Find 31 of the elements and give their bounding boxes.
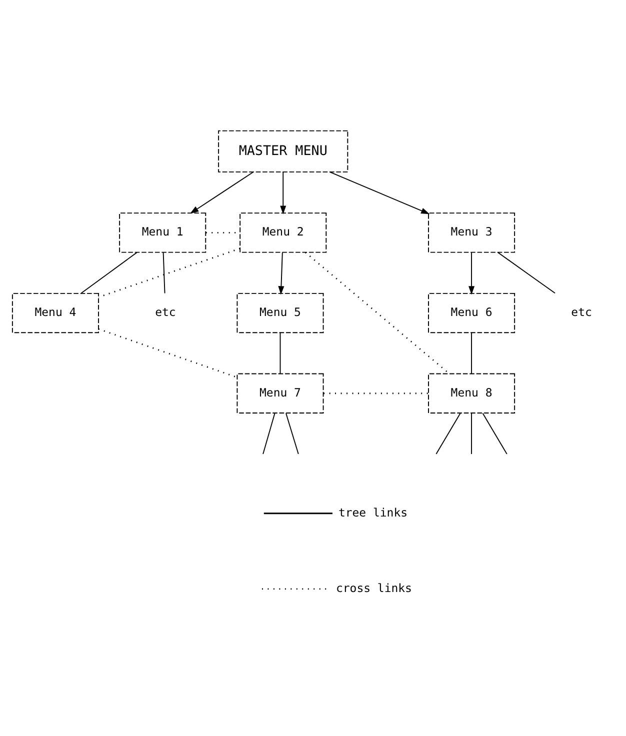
node-box: Menu 4 <box>12 292 99 333</box>
legend-label: cross links <box>336 580 412 594</box>
legend-label: tree links <box>338 504 408 519</box>
node-box: Menu 5 <box>236 292 324 333</box>
arrow <box>329 171 430 214</box>
arrow <box>280 171 286 214</box>
connector <box>80 251 138 294</box>
connector <box>471 412 472 454</box>
connector <box>286 412 299 454</box>
arrow <box>190 171 254 214</box>
connector <box>482 412 508 454</box>
node-box: Menu 2 <box>240 212 327 252</box>
arrow <box>278 252 284 294</box>
connector <box>436 412 461 454</box>
connector <box>162 252 166 294</box>
connector <box>262 412 276 454</box>
connector <box>280 332 281 374</box>
connector <box>98 328 238 378</box>
node-box: Menu 7 <box>236 372 324 413</box>
node-box: Menu 6 <box>428 292 516 333</box>
node-text: etc <box>155 304 176 318</box>
connector <box>98 247 240 298</box>
node-box: Menu 3 <box>428 212 516 252</box>
node-box: MASTER MENU <box>218 130 348 172</box>
arrow <box>468 252 475 294</box>
node-box: Menu 1 <box>119 212 206 252</box>
connector <box>305 251 450 374</box>
connector <box>471 332 472 374</box>
node-text: etc <box>571 304 592 318</box>
node-box: Menu 8 <box>428 372 516 413</box>
connector <box>497 251 556 294</box>
